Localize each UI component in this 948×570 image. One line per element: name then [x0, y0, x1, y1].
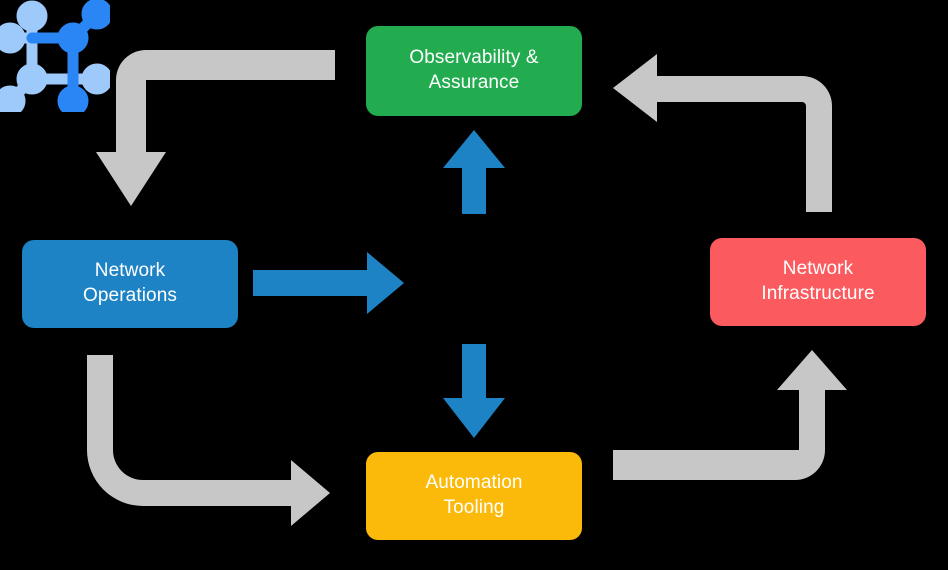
arrow-operations-to-automation [87, 355, 330, 526]
network-icon-dark-branch [26, 0, 110, 112]
network-topology-icon [0, 0, 110, 112]
node-automation-tooling[interactable]: Automation Tooling [366, 452, 582, 540]
node-observability-assurance[interactable]: Observability & Assurance [366, 26, 582, 116]
arrow-operations-to-center [253, 252, 404, 314]
arrow-observability-to-operations [96, 50, 335, 206]
arrow-automation-to-infrastructure [613, 350, 847, 480]
node-label-network-operations: Network Operations [83, 260, 177, 306]
arrow-infrastructure-to-observability [613, 54, 832, 212]
network-icon-light-branch [0, 0, 110, 112]
arrow-center-to-automation [443, 344, 505, 438]
node-label-network-infrastructure: Network Infrastructure [761, 258, 875, 304]
node-network-operations[interactable]: Network Operations [22, 240, 238, 328]
node-label-observability-assurance: Observability & Assurance [409, 47, 539, 93]
node-network-infrastructure[interactable]: Network Infrastructure [710, 238, 926, 326]
arrow-center-to-observability [443, 130, 505, 214]
node-label-automation-tooling: Automation Tooling [425, 472, 523, 518]
